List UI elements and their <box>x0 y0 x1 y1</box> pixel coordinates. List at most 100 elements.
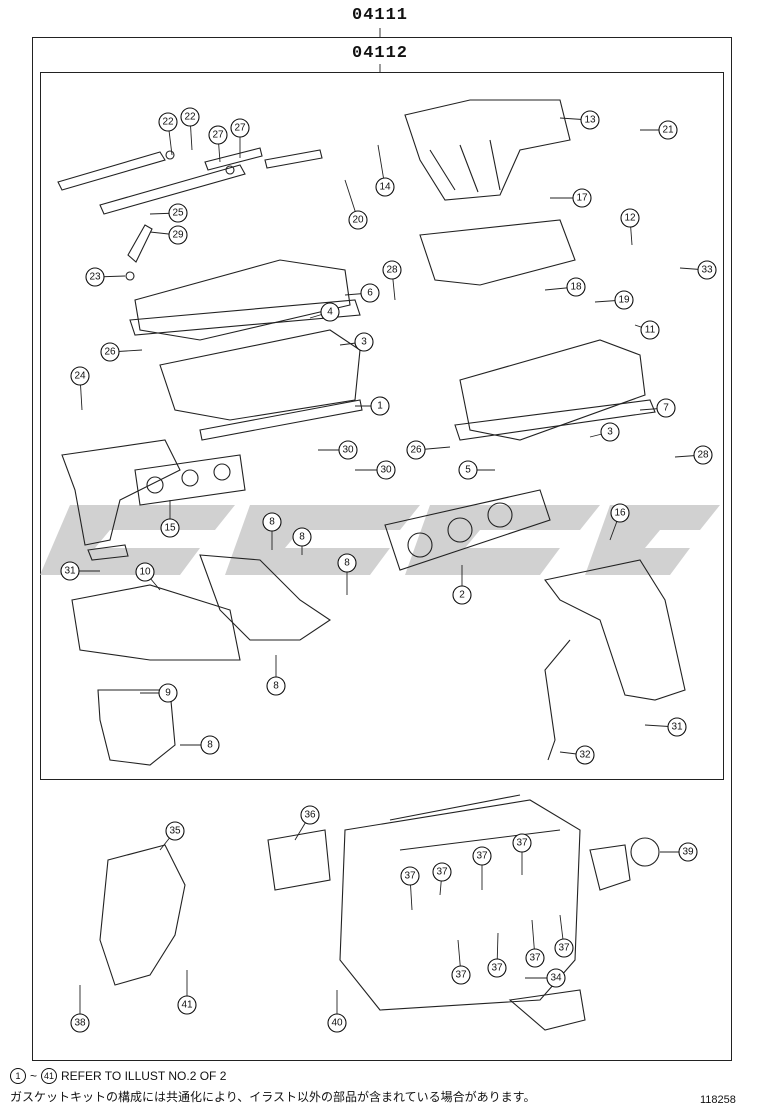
callout-number: 24 <box>74 371 86 382</box>
exhaust-manifold-left <box>61 439 181 561</box>
callout-number: 27 <box>212 130 224 141</box>
callout-3: 3 <box>589 422 620 442</box>
callout-30: 30 <box>318 440 358 460</box>
callout-33: 33 <box>679 260 717 280</box>
callout-20: 20 <box>344 179 368 230</box>
callout-28: 28 <box>674 445 713 465</box>
callout-number: 23 <box>89 272 101 283</box>
callout-circle <box>85 267 105 287</box>
callout-1: 1 <box>355 396 390 416</box>
callout-37: 37 <box>512 833 532 875</box>
callout-number: 16 <box>614 508 626 519</box>
callout-circle <box>180 107 200 127</box>
callout-19: 19 <box>594 290 634 310</box>
callout-number: 9 <box>165 688 171 699</box>
callout-number: 8 <box>269 517 275 528</box>
callout-8: 8 <box>262 512 282 550</box>
callout-circle <box>266 676 286 696</box>
callout-26: 26 <box>100 342 143 362</box>
callout-40: 40 <box>327 990 347 1033</box>
callout-circle <box>337 553 357 573</box>
callout-circle <box>262 512 282 532</box>
fuel-injector <box>125 224 153 281</box>
callout-35: 35 <box>159 821 185 851</box>
callout-number: 25 <box>172 208 184 219</box>
callout-circle <box>348 210 368 230</box>
callout-number: 35 <box>169 826 181 837</box>
callout-circle <box>376 460 396 480</box>
callout-number: 37 <box>558 943 570 954</box>
callout-number: 18 <box>570 282 582 293</box>
callout-number: 3 <box>607 427 613 438</box>
timing-cover <box>71 584 241 661</box>
callout-circle <box>160 518 180 538</box>
callout-circle <box>100 342 120 362</box>
callout-number: 8 <box>207 740 213 751</box>
callout-circle <box>546 968 566 988</box>
callout-circle <box>327 1013 347 1033</box>
callout-number: 31 <box>64 566 76 577</box>
callout-number: 21 <box>662 125 674 136</box>
callout-number: 22 <box>162 117 174 128</box>
inner-kit-code: 04112 <box>352 44 409 63</box>
callout-2: 2 <box>452 565 472 605</box>
inner-kit-frame <box>40 72 724 780</box>
callout-circle <box>354 332 374 352</box>
callout-number: 11 <box>645 325 656 336</box>
illustration-number: 118258 <box>700 1094 736 1106</box>
intake-manifold <box>419 219 576 286</box>
callout-3: 3 <box>339 332 374 352</box>
callout-25: 25 <box>149 203 188 223</box>
callout-37: 37 <box>487 932 507 978</box>
callout-number: 8 <box>273 681 279 692</box>
callout-28: 28 <box>382 260 402 301</box>
callout-number: 4 <box>327 307 333 318</box>
callout-27: 27 <box>208 125 228 163</box>
callout-number: 12 <box>624 213 636 224</box>
callout-39: 39 <box>660 842 698 862</box>
intake-plenum <box>404 99 571 201</box>
callout-number: 3 <box>361 337 367 348</box>
callout-number: 37 <box>529 953 541 964</box>
callout-circle <box>572 188 592 208</box>
callout-number: 41 <box>181 1000 193 1011</box>
callout-number: 34 <box>550 973 562 984</box>
callout-number: 5 <box>465 465 471 476</box>
callout-circle <box>667 717 687 737</box>
callout-circle <box>620 208 640 228</box>
callout-circle <box>566 277 586 297</box>
water-outlet-gasket <box>267 829 331 891</box>
callout-circle <box>554 938 574 958</box>
callout-number: 37 <box>516 838 528 849</box>
callout-7: 7 <box>639 398 676 418</box>
callout-number: 37 <box>404 871 416 882</box>
callout-circle <box>320 302 340 322</box>
callout-37: 37 <box>525 919 545 968</box>
callout-number: 15 <box>164 523 176 534</box>
callout-number: 20 <box>352 215 364 226</box>
callout-37: 37 <box>472 846 492 890</box>
callout-6: 6 <box>344 283 380 303</box>
callout-circle <box>338 440 358 460</box>
callout-number: 40 <box>331 1018 343 1029</box>
footnote: 1 ~ 41 REFER TO ILLUST NO.2 OF 2 <box>10 1068 226 1084</box>
timing-cover-seal <box>99 844 186 986</box>
callout-12: 12 <box>620 208 640 246</box>
callout-circle <box>177 995 197 1015</box>
callout-circle <box>600 422 620 442</box>
callout-number: 8 <box>299 532 305 543</box>
callout-circle <box>165 821 185 841</box>
callout-number: 19 <box>618 295 630 306</box>
watermark-logo <box>40 505 720 575</box>
callout-number: 33 <box>701 265 713 276</box>
range-tilde: ~ <box>30 1069 38 1083</box>
callout-34: 34 <box>525 968 566 988</box>
callout-14: 14 <box>375 144 395 197</box>
callout-circle <box>208 125 228 145</box>
callout-number: 17 <box>576 193 588 204</box>
callout-circle <box>678 842 698 862</box>
callout-circle <box>300 805 320 825</box>
exhaust-manifold-right <box>544 559 686 701</box>
cylinder-head-gasket <box>384 489 551 571</box>
